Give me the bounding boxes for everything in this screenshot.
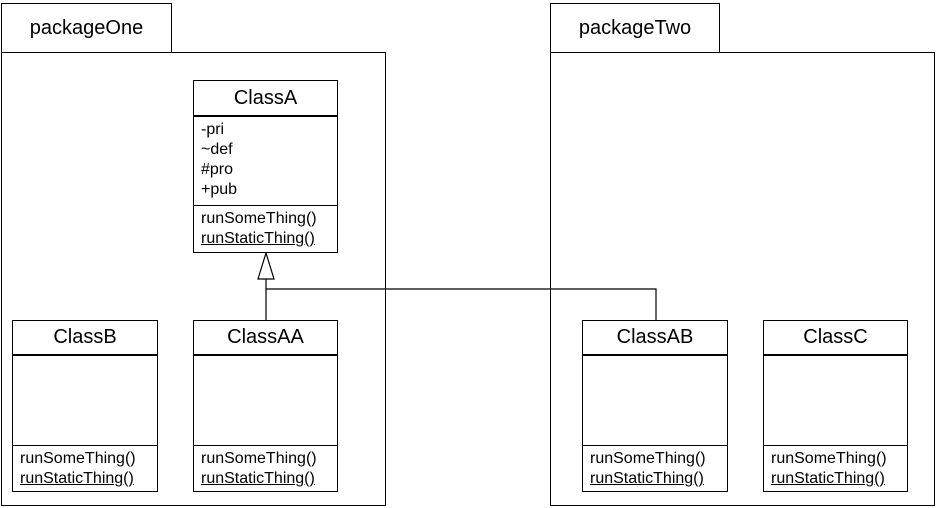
- class-box-classa[interactable]: ClassA -pri ~def #pro +pub runSomeThing(…: [193, 80, 338, 253]
- class-name-classa: ClassA: [194, 81, 337, 117]
- method-item: runSomeThing(): [590, 450, 706, 467]
- attribute-item: #pro: [201, 161, 234, 178]
- generalization-arrowhead-icon: [257, 250, 275, 280]
- attribute-item: -pri: [201, 121, 225, 138]
- class-name-classaa: ClassAA: [194, 321, 337, 356]
- classa-methods-compartment: runSomeThing() runStaticThing(): [194, 206, 337, 252]
- method-item: runSomeThing(): [201, 450, 317, 467]
- classab-attributes-compartment: [583, 356, 727, 446]
- class-box-classab[interactable]: ClassAB runSomeThing() runStaticThing(): [582, 320, 728, 492]
- class-box-classaa[interactable]: ClassAA runSomeThing() runStaticThing(): [193, 320, 338, 492]
- static-method-item: runStaticThing(): [201, 470, 315, 487]
- static-method-item: runStaticThing(): [590, 470, 704, 487]
- static-method-item: runStaticThing(): [201, 230, 315, 247]
- class-name-classb: ClassB: [13, 321, 157, 356]
- class-box-classb[interactable]: ClassB runSomeThing() runStaticThing(): [12, 320, 158, 492]
- static-method-item: runStaticThing(): [771, 470, 885, 487]
- method-item: runSomeThing(): [771, 450, 887, 467]
- classa-attributes-compartment: -pri ~def #pro +pub: [194, 117, 337, 206]
- class-box-classc[interactable]: ClassC runSomeThing() runStaticThing(): [763, 320, 908, 492]
- classb-methods-compartment: runSomeThing() runStaticThing(): [13, 446, 157, 491]
- package-two-tab[interactable]: packageTwo: [550, 3, 720, 53]
- package-one-tab[interactable]: packageOne: [1, 3, 172, 53]
- method-item: runSomeThing(): [201, 210, 317, 227]
- classaa-methods-compartment: runSomeThing() runStaticThing(): [194, 446, 337, 491]
- classc-attributes-compartment: [764, 356, 907, 446]
- classc-methods-compartment: runSomeThing() runStaticThing(): [764, 446, 907, 491]
- attribute-item: ~def: [201, 141, 233, 158]
- classaa-attributes-compartment: [194, 356, 337, 446]
- classab-methods-compartment: runSomeThing() runStaticThing(): [583, 446, 727, 491]
- classb-attributes-compartment: [13, 356, 157, 446]
- static-method-item: runStaticThing(): [20, 470, 134, 487]
- method-item: runSomeThing(): [20, 450, 136, 467]
- package-one-label: packageOne: [29, 16, 144, 39]
- class-name-classc: ClassC: [764, 321, 907, 356]
- package-two-label: packageTwo: [578, 16, 692, 39]
- attribute-item: +pub: [201, 181, 238, 198]
- class-name-classab: ClassAB: [583, 321, 727, 356]
